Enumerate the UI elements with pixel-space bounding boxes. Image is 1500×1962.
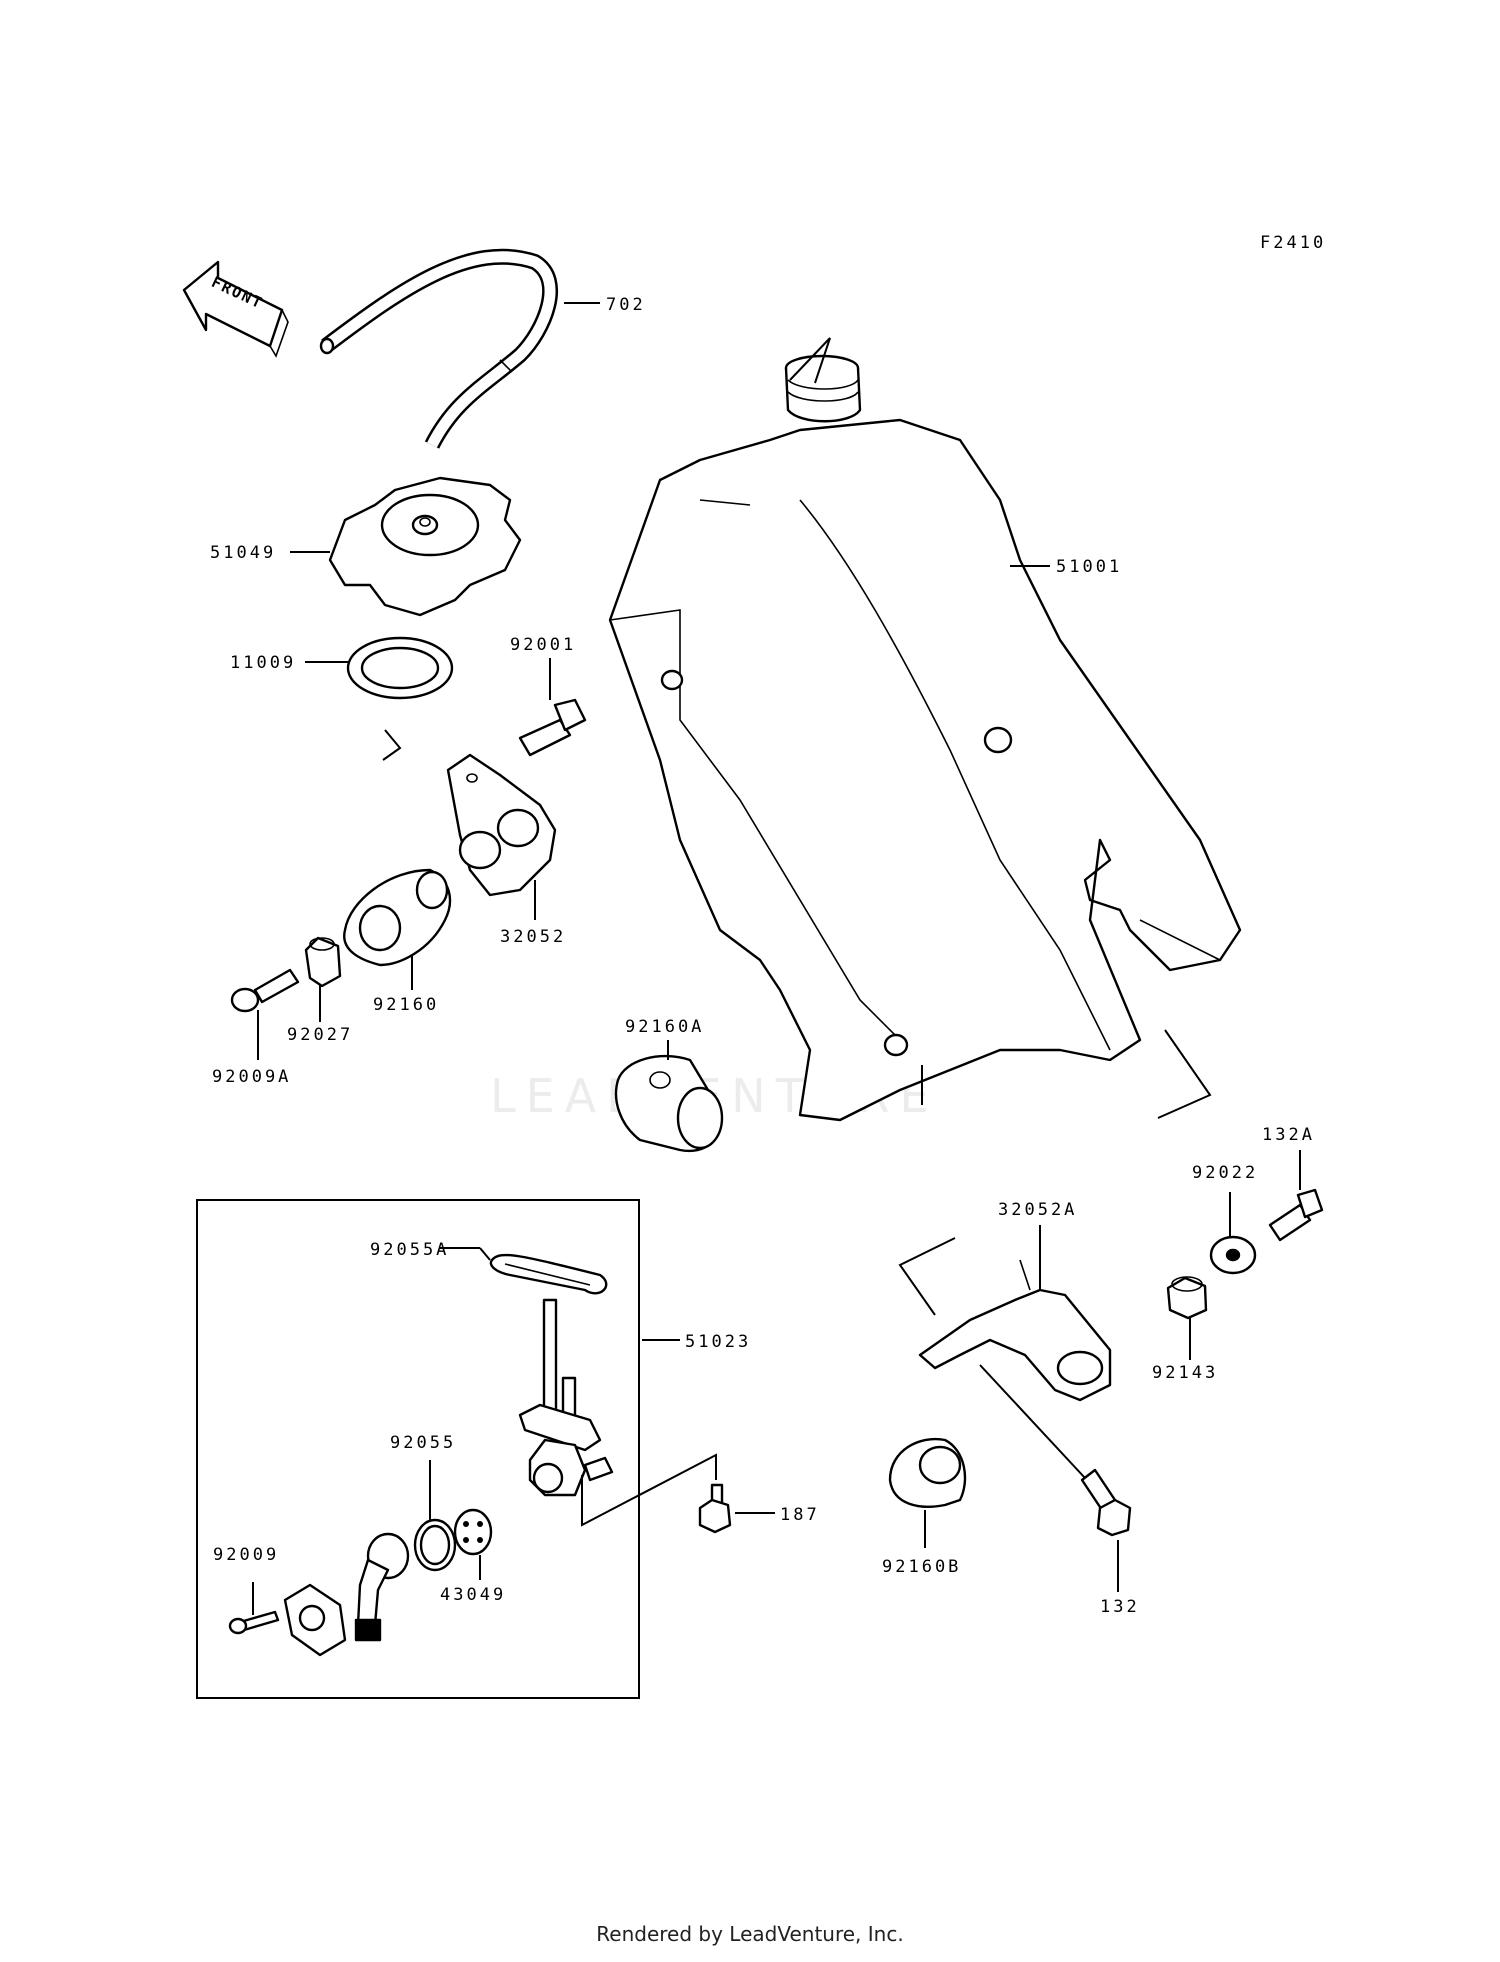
cap-gasket (346, 636, 454, 700)
label-11009: 11009 (230, 653, 296, 673)
label-92143: 92143 (1152, 1363, 1218, 1383)
breather-hose (319, 248, 558, 449)
credit-footer: Rendered by LeadVenture, Inc. (596, 1922, 904, 1946)
label-43049: 43049 (440, 1585, 506, 1605)
label-92009: 92009 (213, 1545, 279, 1565)
label-92009a: 92009A (212, 1067, 291, 1087)
petcock-group-box (196, 1199, 640, 1699)
bolt-132 (1080, 1468, 1132, 1537)
collar-92027 (304, 936, 342, 988)
label-132: 132 (1100, 1597, 1140, 1617)
front-arrow-icon: FRONT (182, 260, 289, 358)
bolt-92001 (518, 698, 587, 757)
oring-92055 (413, 1518, 457, 1572)
label-32052a: 32052A (998, 1200, 1077, 1220)
label-51049: 51049 (210, 543, 276, 563)
label-702: 702 (606, 295, 646, 315)
label-92160a: 92160A (625, 1017, 704, 1037)
label-92027: 92027 (287, 1025, 353, 1045)
label-51023: 51023 (685, 1332, 751, 1352)
label-92001: 92001 (510, 635, 576, 655)
label-92022: 92022 (1192, 1163, 1258, 1183)
collar-92143 (1166, 1276, 1208, 1320)
label-92160b: 92160B (882, 1557, 961, 1577)
label-32052: 32052 (500, 927, 566, 947)
petcock-cover-plate (283, 1583, 347, 1657)
fuel-petcock (518, 1298, 614, 1497)
bracket-32052 (446, 753, 557, 897)
label-187: 187 (780, 1505, 820, 1525)
diaphragm-43049 (453, 1508, 493, 1556)
bolt-132a (1268, 1188, 1324, 1242)
label-132a: 132A (1262, 1125, 1315, 1145)
label-51001: 51001 (1056, 557, 1122, 577)
fuel-tank (608, 337, 1242, 1122)
fuel-cap (328, 476, 522, 617)
bolt-187 (698, 1483, 732, 1534)
bracket-32052a (918, 1259, 1112, 1402)
petcock-lever (354, 1532, 410, 1642)
label-92160: 92160 (373, 995, 439, 1015)
bolt-92009a (230, 968, 300, 1013)
figure-code: F2410 (1260, 233, 1326, 253)
screw-92009 (228, 1610, 280, 1635)
damper-92160 (343, 868, 452, 967)
damper-92160b (888, 1437, 967, 1508)
damper-92160a (614, 1054, 724, 1153)
label-92055a: 92055A (370, 1240, 449, 1260)
gasket-92055a (489, 1253, 608, 1295)
label-92055: 92055 (390, 1433, 456, 1453)
washer-92022 (1209, 1235, 1257, 1275)
